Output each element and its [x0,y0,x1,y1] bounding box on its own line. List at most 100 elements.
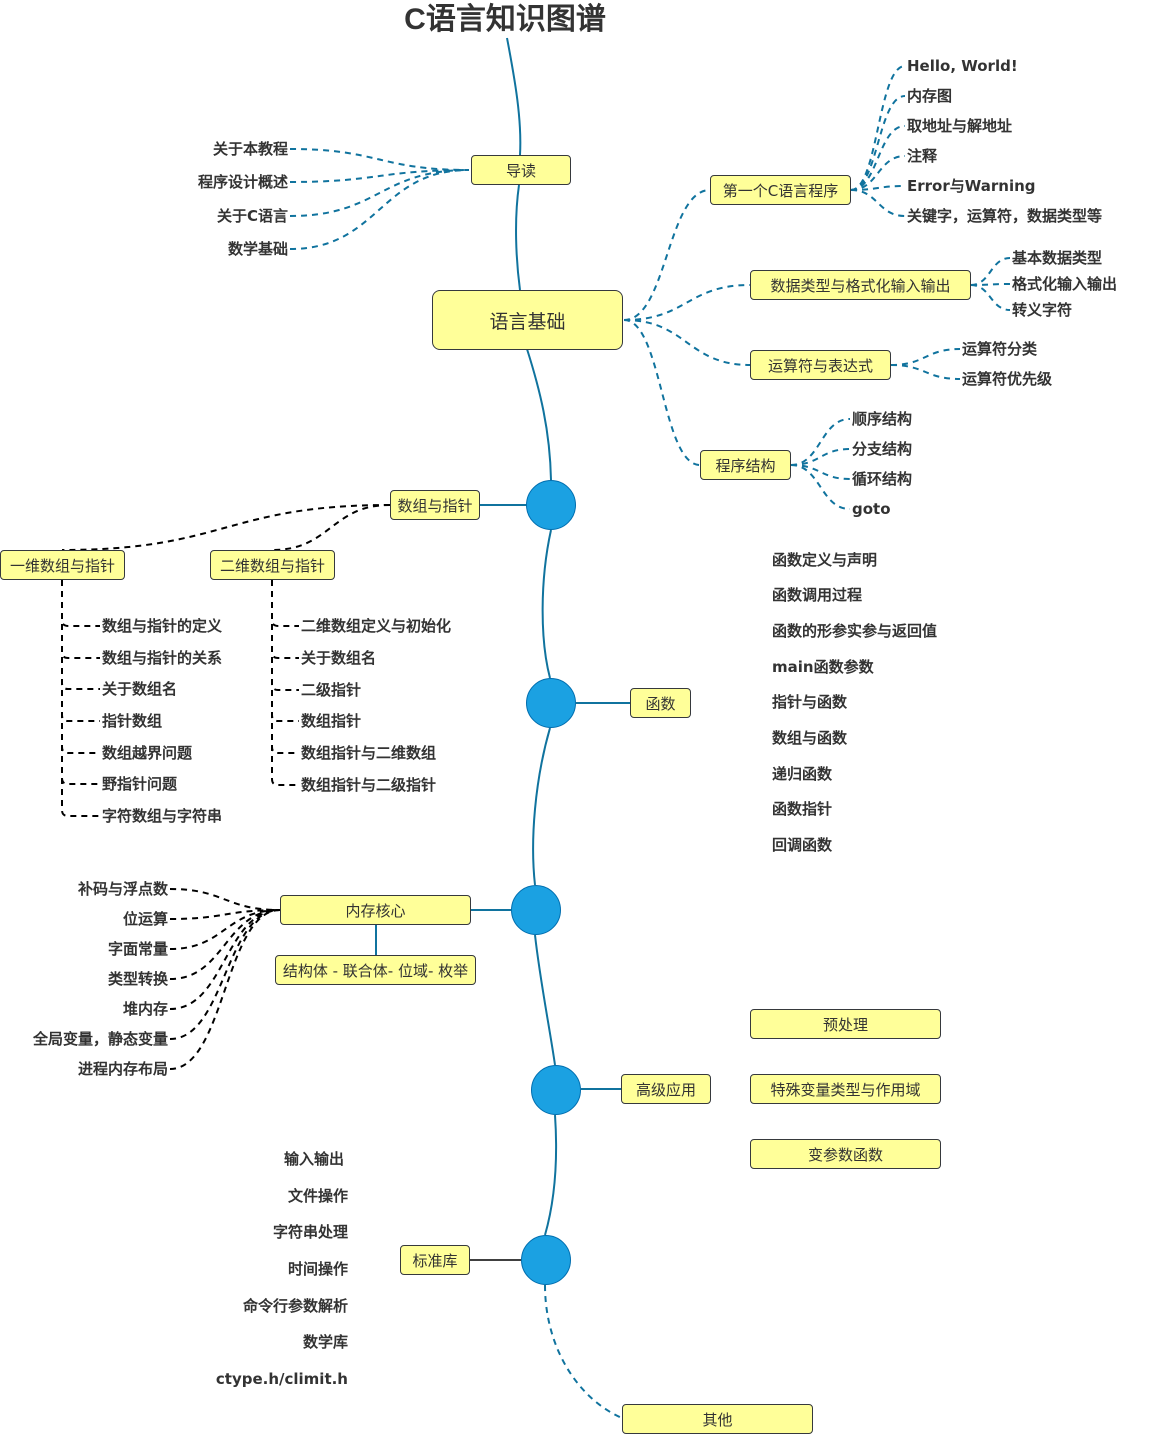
connector-structure [790,448,851,466]
node-stdlib[interactable]: 标准库 [400,1245,470,1275]
node-special-vars[interactable]: 特殊变量类型与作用域 [750,1074,941,1104]
leaf-structure[interactable]: 循环结构 [852,470,913,488]
node-advanced[interactable]: 高级应用 [621,1074,711,1104]
node-memory[interactable]: 内存核心 [280,895,471,925]
leaf-structure[interactable]: 顺序结构 [852,410,913,428]
leaf-intro[interactable]: 程序设计概述 [197,173,288,191]
node-two-dim[interactable]: 二维数组与指针 [210,550,335,580]
connector-one-dim [61,580,100,754]
leaf-intro[interactable]: 关于本教程 [212,140,288,158]
leaf-stdlib[interactable]: 文件操作 [287,1187,348,1205]
leaf-functions[interactable]: 回调函数 [772,836,833,854]
leaf-memory[interactable]: 位运算 [122,910,168,928]
node-struct-union[interactable]: 结构体 - 联合体- 位域- 枚举 [275,955,476,985]
connector-data-types [970,257,1011,286]
connector-intro [289,169,470,250]
leaf-data-types[interactable]: 转义字符 [1012,301,1073,319]
connector-first-program [850,125,906,191]
leaf-stdlib[interactable]: 时间操作 [287,1260,348,1278]
node-functions[interactable]: 函数 [630,688,691,718]
leaf-data-types[interactable]: 基本数据类型 [1012,249,1103,267]
leaf-first-program[interactable]: Error与Warning [907,177,1036,195]
leaf-one-dim[interactable]: 数组越界问题 [102,744,193,762]
node-preprocess[interactable]: 预处理 [750,1009,941,1039]
connector-two-dim [271,580,299,691]
leaf-first-program[interactable]: Hello, World! [907,57,1018,75]
leaf-operators[interactable]: 运算符优先级 [962,370,1053,388]
leaf-structure[interactable]: 分支结构 [852,440,913,458]
node-arrays[interactable]: 数组与指针 [390,490,480,520]
hub-memory[interactable] [511,885,561,935]
connector-first-program [850,65,906,191]
node-other[interactable]: 其他 [622,1404,813,1434]
connector-operators [890,364,961,380]
node-one-dim[interactable]: 一维数组与指针 [0,550,125,580]
connector-memory [169,909,281,1070]
leaf-functions[interactable]: 函数指针 [772,800,833,818]
connector-two-dim [271,580,299,786]
leaf-memory[interactable]: 类型转换 [107,970,168,988]
leaf-operators[interactable]: 运算符分类 [962,340,1038,358]
leaf-memory[interactable]: 补码与浮点数 [77,880,168,898]
connector-memory [169,909,281,1040]
hub-advanced[interactable] [531,1065,581,1115]
trunk-line [532,727,551,886]
hub-arrays[interactable] [526,480,576,530]
leaf-two-dim[interactable]: 数组指针 [301,712,362,730]
node-first-program[interactable]: 第一个C语言程序 [710,175,851,205]
leaf-functions[interactable]: 递归函数 [772,765,833,783]
leaf-stdlib[interactable]: ctype.h/climit.h [215,1370,348,1388]
leaf-functions[interactable]: 数组与函数 [772,729,848,747]
leaf-one-dim[interactable]: 数组与指针的关系 [102,649,223,667]
hub-stdlib[interactable] [521,1235,571,1285]
leaf-first-program[interactable]: 注释 [907,147,938,165]
connector-one-dim [61,580,100,659]
connector-intro [289,169,470,183]
leaf-functions[interactable]: 函数的形参实参与返回值 [772,622,938,640]
connector-one-dim [61,580,100,817]
leaf-functions[interactable]: 函数调用过程 [772,586,863,604]
connector-two-dim [271,580,299,627]
node-structure[interactable]: 程序结构 [700,450,791,480]
leaf-two-dim[interactable]: 数组指针与二维数组 [301,744,437,762]
node-varargs[interactable]: 变参数函数 [750,1139,941,1169]
node-operators[interactable]: 运算符与表达式 [750,350,891,380]
leaf-two-dim[interactable]: 数组指针与二级指针 [301,776,437,794]
leaf-stdlib[interactable]: 字符串处理 [272,1223,348,1241]
hub-functions[interactable] [526,678,576,728]
leaf-first-program[interactable]: 关键字，运算符，数据类型等 [907,207,1103,225]
leaf-two-dim[interactable]: 二维数组定义与初始化 [301,617,452,635]
leaf-stdlib[interactable]: 命令行参数解析 [242,1297,348,1315]
leaf-one-dim[interactable]: 数组与指针的定义 [102,617,223,635]
leaf-two-dim[interactable]: 二级指针 [301,681,362,699]
leaf-functions[interactable]: 指针与函数 [772,693,848,711]
leaf-memory[interactable]: 堆内存 [122,1000,168,1018]
connector-memory [169,888,281,911]
leaf-stdlib[interactable]: 数学库 [302,1333,348,1351]
connector-two-dim [271,580,299,754]
leaf-one-dim[interactable]: 野指针问题 [102,775,178,793]
leaf-one-dim[interactable]: 关于数组名 [102,680,178,698]
leaf-two-dim[interactable]: 关于数组名 [301,649,377,667]
leaf-stdlib[interactable]: 输入输出 [283,1150,344,1168]
node-intro[interactable]: 导读 [471,155,571,185]
leaf-intro[interactable]: 关于C语言 [216,207,288,225]
leaf-first-program[interactable]: 内存图 [907,87,953,105]
leaf-functions[interactable]: 函数定义与声明 [772,551,878,569]
leaf-first-program[interactable]: 取地址与解地址 [907,117,1013,135]
connector-basics [623,189,711,321]
leaf-memory[interactable]: 进程内存布局 [77,1060,168,1078]
node-data-types[interactable]: 数据类型与格式化输入输出 [750,270,971,300]
node-basics[interactable]: 语言基础 [432,290,623,350]
leaf-functions[interactable]: main函数参数 [772,658,874,676]
leaf-one-dim[interactable]: 指针数组 [102,712,163,730]
leaf-structure[interactable]: goto [852,500,891,518]
leaf-intro[interactable]: 数学基础 [227,240,288,258]
connector-first-program [850,185,906,191]
leaf-one-dim[interactable]: 字符数组与字符串 [102,807,223,825]
leaf-memory[interactable]: 全局变量，静态变量 [32,1030,168,1048]
leaf-data-types[interactable]: 格式化输入输出 [1012,275,1118,293]
trunk-line [534,934,556,1066]
leaf-memory[interactable]: 字面常量 [107,940,168,958]
